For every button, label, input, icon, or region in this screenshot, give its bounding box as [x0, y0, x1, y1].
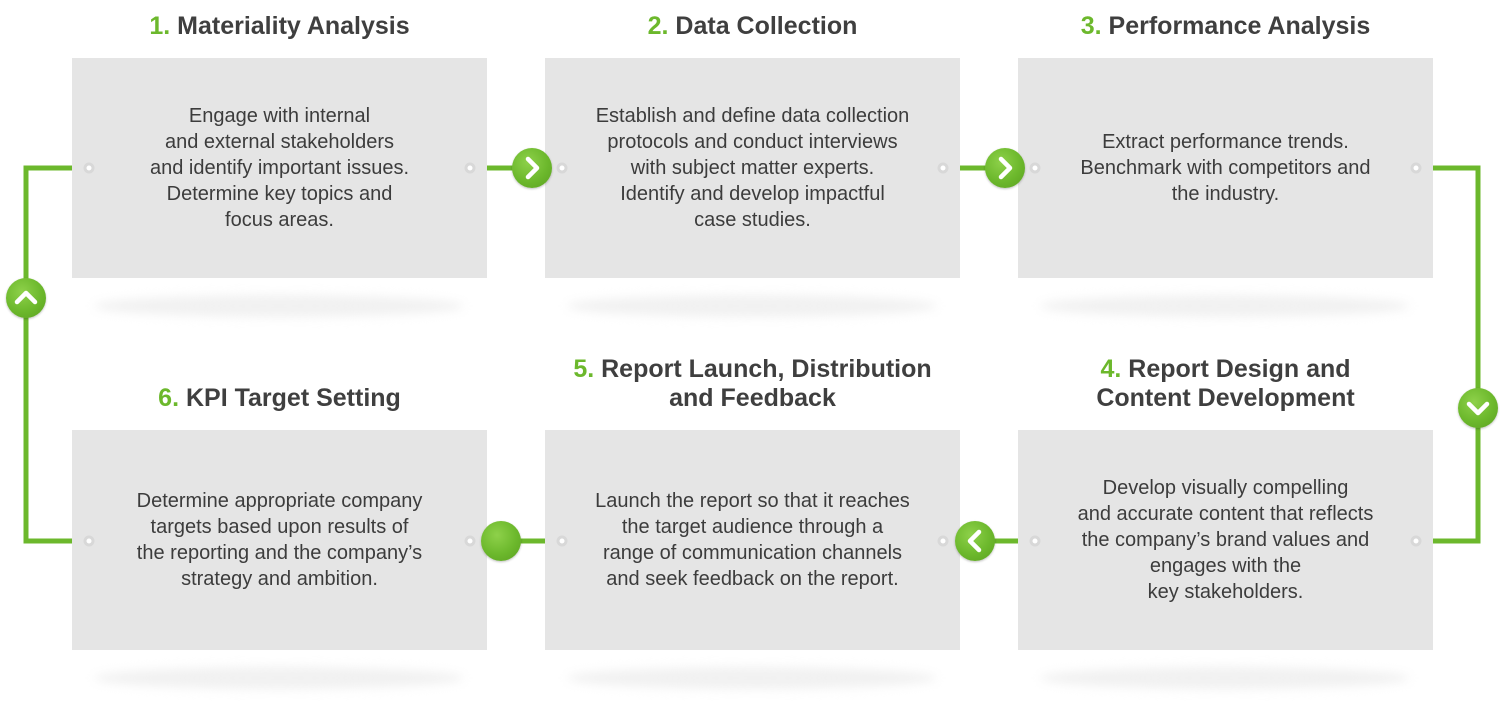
step-1-shadow: [94, 295, 464, 317]
connector-dot: [83, 162, 95, 174]
step-2-shadow: [567, 295, 937, 317]
step-5-shadow: [567, 667, 937, 689]
step-4-number: 4.: [1100, 355, 1122, 383]
chevron-up-icon: [6, 278, 46, 318]
step-2-card: Establish and define data collection pro…: [545, 58, 960, 278]
connector-6-1: [23, 165, 89, 544]
connector-dot: [556, 162, 568, 174]
step-2-number: 2.: [647, 12, 669, 40]
connector-dot: [937, 535, 949, 547]
connector-dot: [556, 535, 568, 547]
step-5-title: 5. Report Launch, Distribution and Feedb…: [545, 355, 960, 413]
step-3-description: Extract performance trends. Benchmark wi…: [1080, 131, 1371, 205]
step-5-title-text: Report Launch, Distribution and Feedback: [601, 355, 932, 412]
step-3-shadow: [1040, 295, 1410, 317]
chevron-right-icon: [985, 148, 1025, 188]
connector-dot: [937, 162, 949, 174]
connector-dot: [83, 535, 95, 547]
step-3-card: Extract performance trends. Benchmark wi…: [1018, 58, 1433, 278]
step-5-card: Launch the report so that it reaches the…: [545, 430, 960, 650]
step-4-title-text: Report Design and Content Development: [1096, 355, 1355, 412]
connector-dot: [1029, 535, 1041, 547]
step-4-card: Develop visually compelling and accurate…: [1018, 430, 1433, 650]
step-1-number: 1.: [149, 12, 171, 40]
step-4-title: 4. Report Design and Content Development: [1018, 355, 1433, 413]
step-6-title: 6. KPI Target Setting: [72, 384, 487, 413]
connector-3-4: [1416, 165, 1481, 544]
step-6-description: Determine appropriate company targets ba…: [136, 490, 423, 590]
step-1-card: Engage with internal and external stakeh…: [72, 58, 487, 278]
step-6-card: Determine appropriate company targets ba…: [72, 430, 487, 650]
step-6-number: 6.: [158, 384, 180, 412]
step-2-description: Establish and define data collection pro…: [595, 105, 910, 231]
step-5-description: Launch the report so that it reaches the…: [595, 490, 910, 590]
step-5-number: 5.: [573, 355, 595, 383]
connector-dot: [1029, 162, 1041, 174]
step-1-title-text: Materiality Analysis: [177, 12, 410, 40]
chevron-down-icon: [1458, 388, 1498, 428]
step-3-title: 3. Performance Analysis: [1018, 12, 1433, 41]
step-6-shadow: [94, 667, 464, 689]
step-1-description: Engage with internal and external stakeh…: [149, 105, 410, 231]
step-4-shadow: [1040, 667, 1410, 689]
step-2-title-text: Data Collection: [675, 12, 858, 40]
step-2-title: 2. Data Collection: [545, 12, 960, 41]
circle-icon: [481, 521, 521, 561]
step-6-title-text: KPI Target Setting: [185, 384, 401, 412]
step-3-title-text: Performance Analysis: [1108, 12, 1371, 40]
connector-dot: [1410, 162, 1422, 174]
connector-dot: [464, 162, 476, 174]
chevron-left-icon: [955, 521, 995, 561]
connector-dot: [1410, 535, 1422, 547]
step-1-title: 1. Materiality Analysis: [72, 12, 487, 41]
connector-dot: [464, 535, 476, 547]
step-4-description: Develop visually compelling and accurate…: [1077, 477, 1374, 603]
chevron-right-icon: [512, 148, 552, 188]
step-3-number: 3.: [1080, 12, 1102, 40]
